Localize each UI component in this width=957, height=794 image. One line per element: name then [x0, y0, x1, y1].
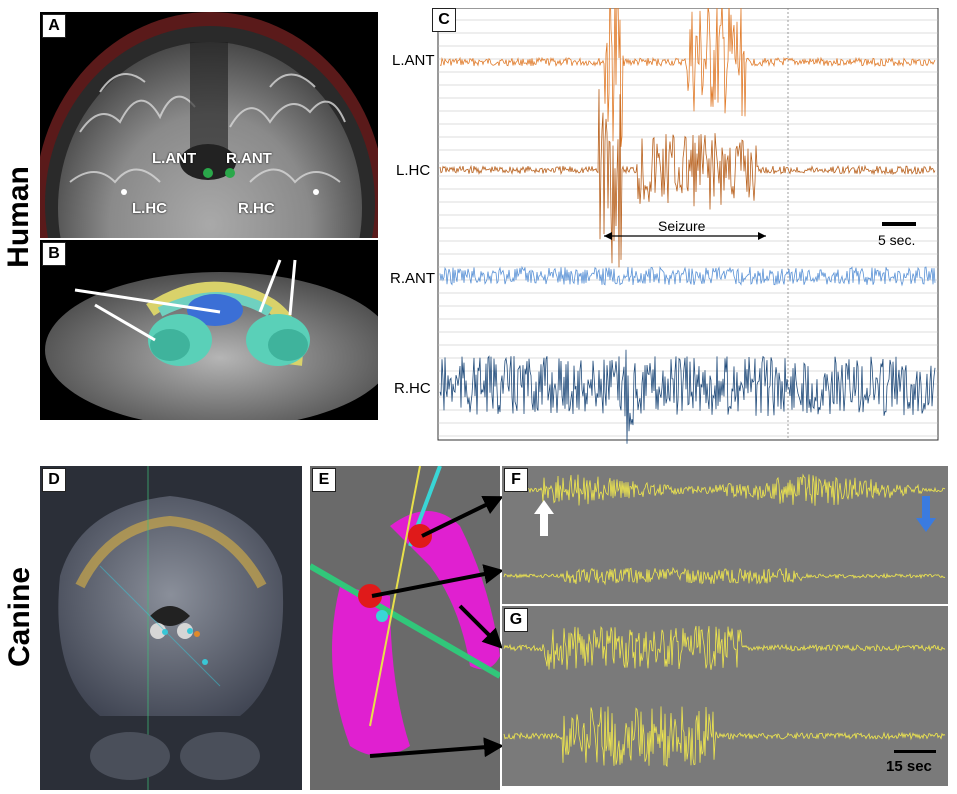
eeg-g-trace-1	[503, 706, 946, 768]
panel-a-label-r-ant: R.ANT	[226, 150, 272, 167]
panel-e-render	[310, 466, 500, 756]
panel-a-label-l-hc: L.HC	[132, 200, 167, 217]
panel-d-brain-image	[40, 466, 302, 790]
panel-c-channel-label-l-ant: L.ANT	[392, 52, 435, 69]
panel-e-3d: E	[310, 466, 500, 790]
panel-e-letter: E	[312, 468, 336, 492]
panel-c-trace-1	[439, 89, 936, 268]
panel-c-seizure-arrow-right	[758, 232, 766, 240]
panel-b-3d: B	[40, 240, 378, 420]
panel-c-letter: C	[432, 8, 456, 32]
panel-g-scale-label: 15 sec	[886, 758, 932, 775]
panel-c-channel-label-r-ant: R.ANT	[390, 270, 435, 287]
panel-a-brain-image	[40, 12, 378, 238]
eeg-f-trace-0	[503, 473, 946, 506]
panel-f-trace-plot	[503, 473, 946, 586]
blue-arrow-icon	[916, 496, 936, 532]
canine-side-label: Canine	[3, 566, 36, 668]
panel-a-letter: A	[42, 14, 66, 38]
panel-f-traces: F	[502, 466, 948, 604]
panel-c-plot-frame	[437, 8, 939, 441]
panel-c-trace-0	[439, 8, 936, 147]
panel-b-render	[45, 259, 378, 420]
panel-a-label-l-ant: L.ANT	[152, 150, 197, 167]
panel-a-label-r-hc: R.HC	[238, 200, 275, 217]
eeg-f-trace-1	[503, 566, 946, 586]
panel-c-channel-label-l-hc: L.HC	[396, 162, 431, 179]
panel-c-eeg: C L.ANT L.HC R.ANT R.HC Seizure 5 sec.	[386, 8, 946, 446]
panel-c-scale-label: 5 sec.	[878, 232, 916, 248]
panel-d-letter: D	[42, 468, 66, 492]
panel-c-scale-bar	[882, 222, 916, 226]
panel-c-eeg-plot	[437, 8, 939, 444]
panel-c-seizure-label: Seizure	[658, 218, 706, 234]
panel-g-scale-bar	[894, 750, 936, 753]
panel-c-channel-label-r-hc: R.HC	[394, 380, 431, 397]
panel-c-trace-2	[439, 265, 936, 287]
human-side-label: Human	[2, 166, 35, 268]
panel-g-letter: G	[504, 608, 528, 632]
panel-c-trace-3	[439, 349, 936, 444]
panel-d-mri: D	[40, 466, 302, 790]
panel-g-traces: G 15 sec	[502, 606, 948, 786]
panel-c-seizure-arrow-left	[604, 232, 612, 240]
panel-a-mri: A L.ANT R.ANT L.HC R.HC	[40, 12, 378, 238]
panel-b-letter: B	[42, 242, 66, 266]
panel-g-trace-plot	[503, 625, 946, 768]
panel-f-letter: F	[504, 468, 528, 492]
eeg-g-trace-0	[503, 625, 946, 670]
white-arrow-icon	[534, 500, 554, 536]
panel-e-arrows	[369, 496, 504, 758]
